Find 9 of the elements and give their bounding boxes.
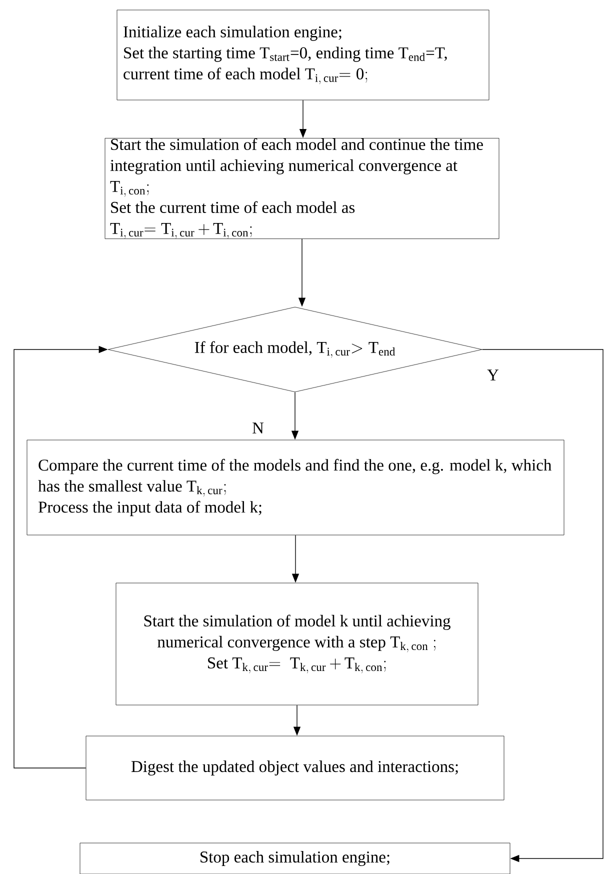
arrow (482, 349, 604, 862)
process-box: Initialize each simulation engine; Set the starting time T$_{start}$=0, ending time T$_{end}$=T, current time of each model $\mathrm{T}_{\mathrm{i,\,cur}}\mathrm{=0;}$ (116, 10, 490, 100)
process-box: Start the simulation of model k until achieving numerical convergence with a step $\mathrm{T}_{\mathrm{k,\,con}}\mathrm{\ ;}$ Set $\mathrm{T}_{\mathrm{k,\,cur}}\mathrm{=\ T}_{\mathrm{k,\,cur}}\mathrm{\,+\,T}_{\mathrm{k,\,con}}\mathrm{;}$ (116, 582, 478, 706)
process-box: Compare the current time of the models and find the one, e.g. model k, which has the smallest value $\mathrm{T}_{\mathrm{k,\,cur}}\mathrm{;}$ Process the input data of model k; (26, 440, 564, 536)
process-box: Start the simulation of each model and continue the time integration until achieving numerical convergence at $\mathrm{T}_{\mathrm{i,\,con}}\mathrm{;}$ Set the current time of each model as $\mathrm{T}_{\mathrm{i,\,cur}}\mathrm{=T}_{\mathrm{i,\,cur}}\mathrm{\,+\,T}_{\mathrm{i,\,con}}\mathrm{;}$ (104, 138, 500, 239)
edge-label: Y (486, 368, 500, 382)
edge-label: N (251, 422, 265, 434)
process-box: Digest the updated object values and interactions; (86, 736, 504, 800)
process-box: Stop each simulation engine; (80, 842, 510, 874)
